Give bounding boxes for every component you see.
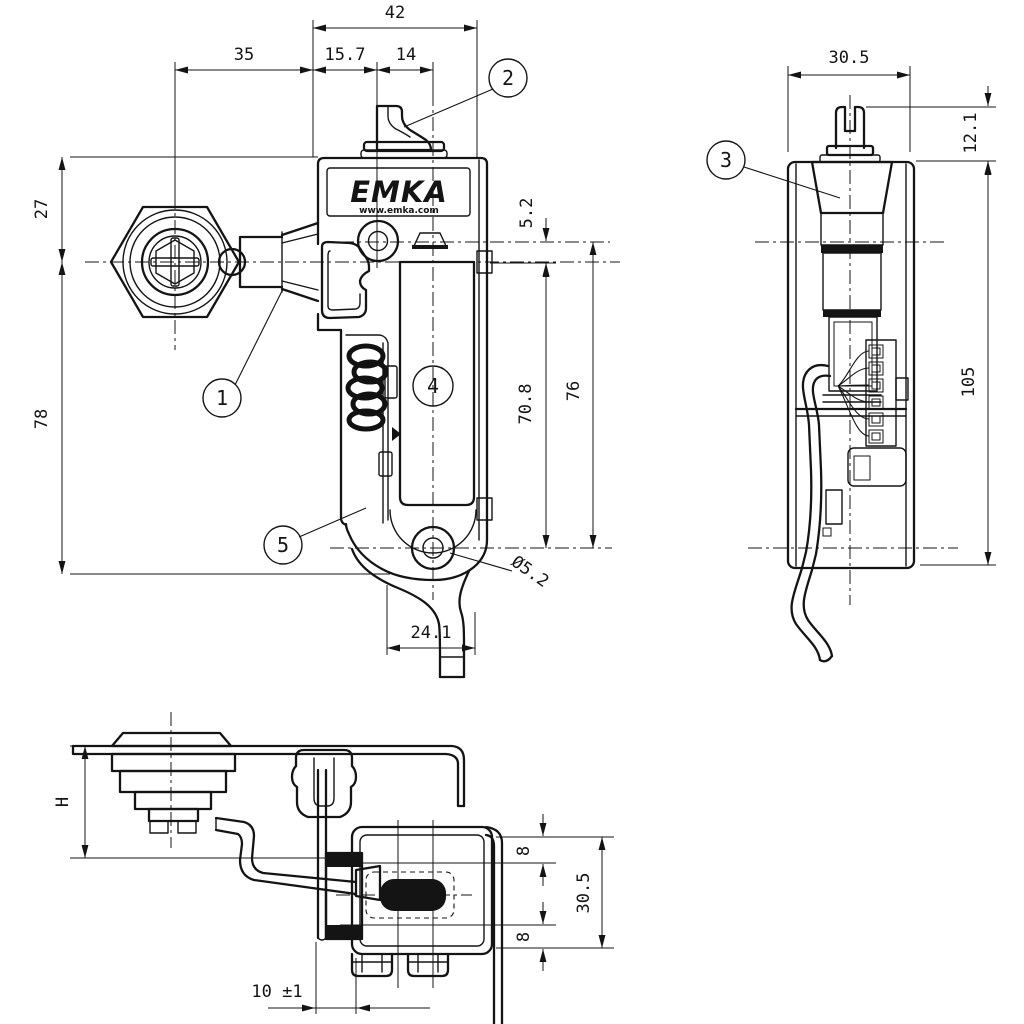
cam-lever — [214, 816, 382, 902]
latch-body-front — [316, 156, 493, 679]
dim-side-width: 30.5 — [829, 48, 870, 68]
dim-side-height: 105 — [959, 367, 979, 398]
cam-slide-plate — [398, 260, 476, 507]
bottom-view: H 10 ±1 8 8 30.5 — [53, 712, 614, 1024]
logo-plate — [326, 167, 471, 217]
clamp-block — [324, 851, 364, 941]
hex-nut — [118, 769, 228, 794]
dim-total-height: 78 — [32, 409, 52, 429]
front-dimensions: 42 35 15.7 14 27 78 5.2 70.8 76 24.1 Ø5.… — [32, 3, 597, 655]
dim-panel-height: H — [53, 797, 73, 807]
dim-pocket-bottom: 8 — [514, 932, 534, 942]
front-view: EMKA www.emka.com 42 35 15.7 14 27 78 5.… — [32, 3, 620, 679]
brand-logo: EMKA — [350, 175, 448, 209]
callout-2: 2 — [502, 66, 514, 90]
callout-3-circle — [706, 140, 746, 180]
callout-5: 5 — [277, 533, 289, 557]
dim-pin-height: 12.1 — [961, 113, 981, 154]
mounted-assembly — [71, 731, 556, 1024]
bottom-dimensions: H 10 ±1 8 8 30.5 — [53, 745, 614, 1014]
dim-depth: 30.5 — [574, 873, 594, 914]
dim-cam-width: 14 — [396, 45, 416, 65]
bottom-mounting-hole — [410, 525, 456, 571]
mounting-flange — [484, 825, 504, 1024]
dim-top-width: 42 — [385, 3, 405, 23]
cylinder-cap-side — [810, 160, 894, 215]
foot-right — [406, 952, 450, 978]
dim-cam-offset: 15.7 — [325, 45, 366, 65]
edge-clip — [290, 748, 358, 819]
callout-5-circle — [263, 525, 303, 565]
dim-pocket-top: 8 — [514, 846, 534, 856]
head-cap-bottom — [110, 731, 233, 748]
callout-4-circle — [412, 365, 454, 407]
hook-strap-side — [790, 363, 834, 663]
dim-hole-offset: 5.2 — [517, 198, 537, 229]
microswitch-icon — [413, 232, 447, 247]
callout-3: 3 — [720, 148, 732, 172]
dim-hole-diameter: Ø5.2 — [507, 552, 552, 592]
door-panel — [71, 744, 466, 808]
dim-head-offset: 35 — [234, 45, 254, 65]
dim-hole-pitch: 70.8 — [516, 384, 536, 425]
callout-4: 4 — [427, 374, 439, 398]
latch-body-bottom — [350, 825, 494, 956]
side-fork-pin — [834, 105, 866, 150]
callout-1-circle — [202, 378, 242, 418]
side-callouts: 3 — [706, 140, 841, 199]
dim-head-height: 27 — [32, 199, 52, 219]
callout-2-circle — [488, 58, 528, 98]
latch-detent — [378, 451, 393, 477]
dim-hook-width: 24.1 — [411, 623, 452, 643]
lock-arm — [238, 221, 320, 303]
front-callouts: 1 2 4 5 — [202, 58, 528, 565]
connector-bottom — [380, 879, 446, 911]
spring-coil — [345, 343, 389, 432]
dim-hole-span: 76 — [564, 381, 584, 401]
top-mounting-hole — [356, 219, 400, 263]
dim-door-grip: 10 ±1 — [251, 982, 302, 1002]
foot-left — [350, 952, 394, 978]
side-view: 30.5 12.1 105 3 — [706, 48, 996, 663]
lock-cylinder-head — [109, 205, 247, 319]
latch-body-side — [786, 105, 916, 663]
callout-1: 1 — [216, 386, 228, 410]
side-dimensions: 30.5 12.1 105 — [787, 48, 996, 566]
wire-harness — [837, 350, 870, 437]
keeper-pocket — [320, 240, 371, 320]
brand-website: www.emka.com — [359, 206, 439, 216]
door-sheet-edge — [316, 768, 328, 940]
hook-strap-front — [350, 547, 471, 679]
